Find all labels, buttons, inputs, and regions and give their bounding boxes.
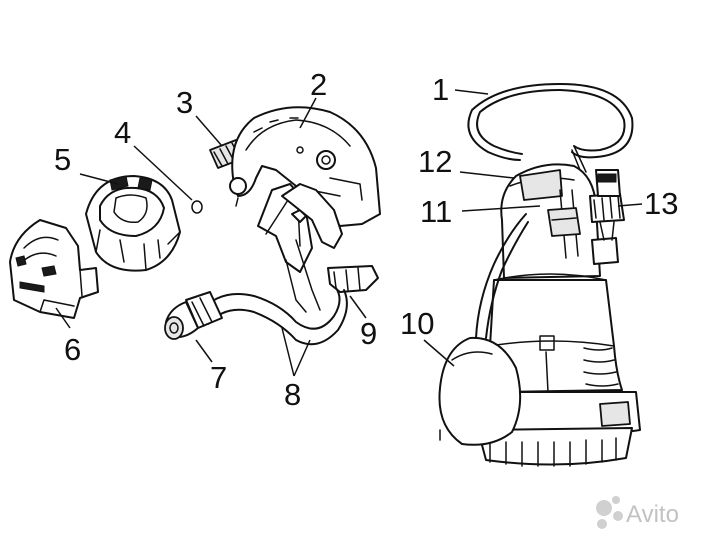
avito-logo-icon (596, 496, 623, 529)
part-7-8-hose-with-nozzle (164, 287, 348, 346)
avito-watermark: Avito (596, 496, 679, 529)
leader-lines (55, 89, 643, 377)
callout-labels: 1 2 3 4 5 6 7 8 9 10 11 12 13 (54, 67, 678, 412)
part-9-cable-guide-and-clip (257, 183, 379, 313)
part-6-cover-plate (9, 219, 99, 319)
callout-5: 5 (54, 142, 71, 177)
callout-1: 1 (432, 72, 449, 107)
callout-10: 10 (400, 306, 434, 341)
part-2-handle-housing (229, 106, 381, 227)
callout-3: 3 (176, 85, 193, 120)
callout-13: 13 (644, 186, 678, 221)
callout-4: 4 (114, 115, 131, 150)
callout-9: 9 (360, 316, 377, 351)
callout-6: 6 (64, 332, 81, 367)
avito-watermark-text: Avito (626, 501, 679, 528)
part-4-o-ring (191, 200, 203, 214)
callout-2: 2 (310, 67, 327, 102)
callout-8: 8 (284, 377, 301, 412)
callout-11: 11 (420, 194, 452, 229)
pump-cable-loop (467, 83, 634, 173)
callout-12: 12 (418, 144, 452, 179)
part-5-housing-ring (85, 175, 181, 272)
pump-body (469, 163, 641, 467)
part-10-float-switch (438, 213, 529, 446)
callout-7: 7 (210, 360, 227, 395)
